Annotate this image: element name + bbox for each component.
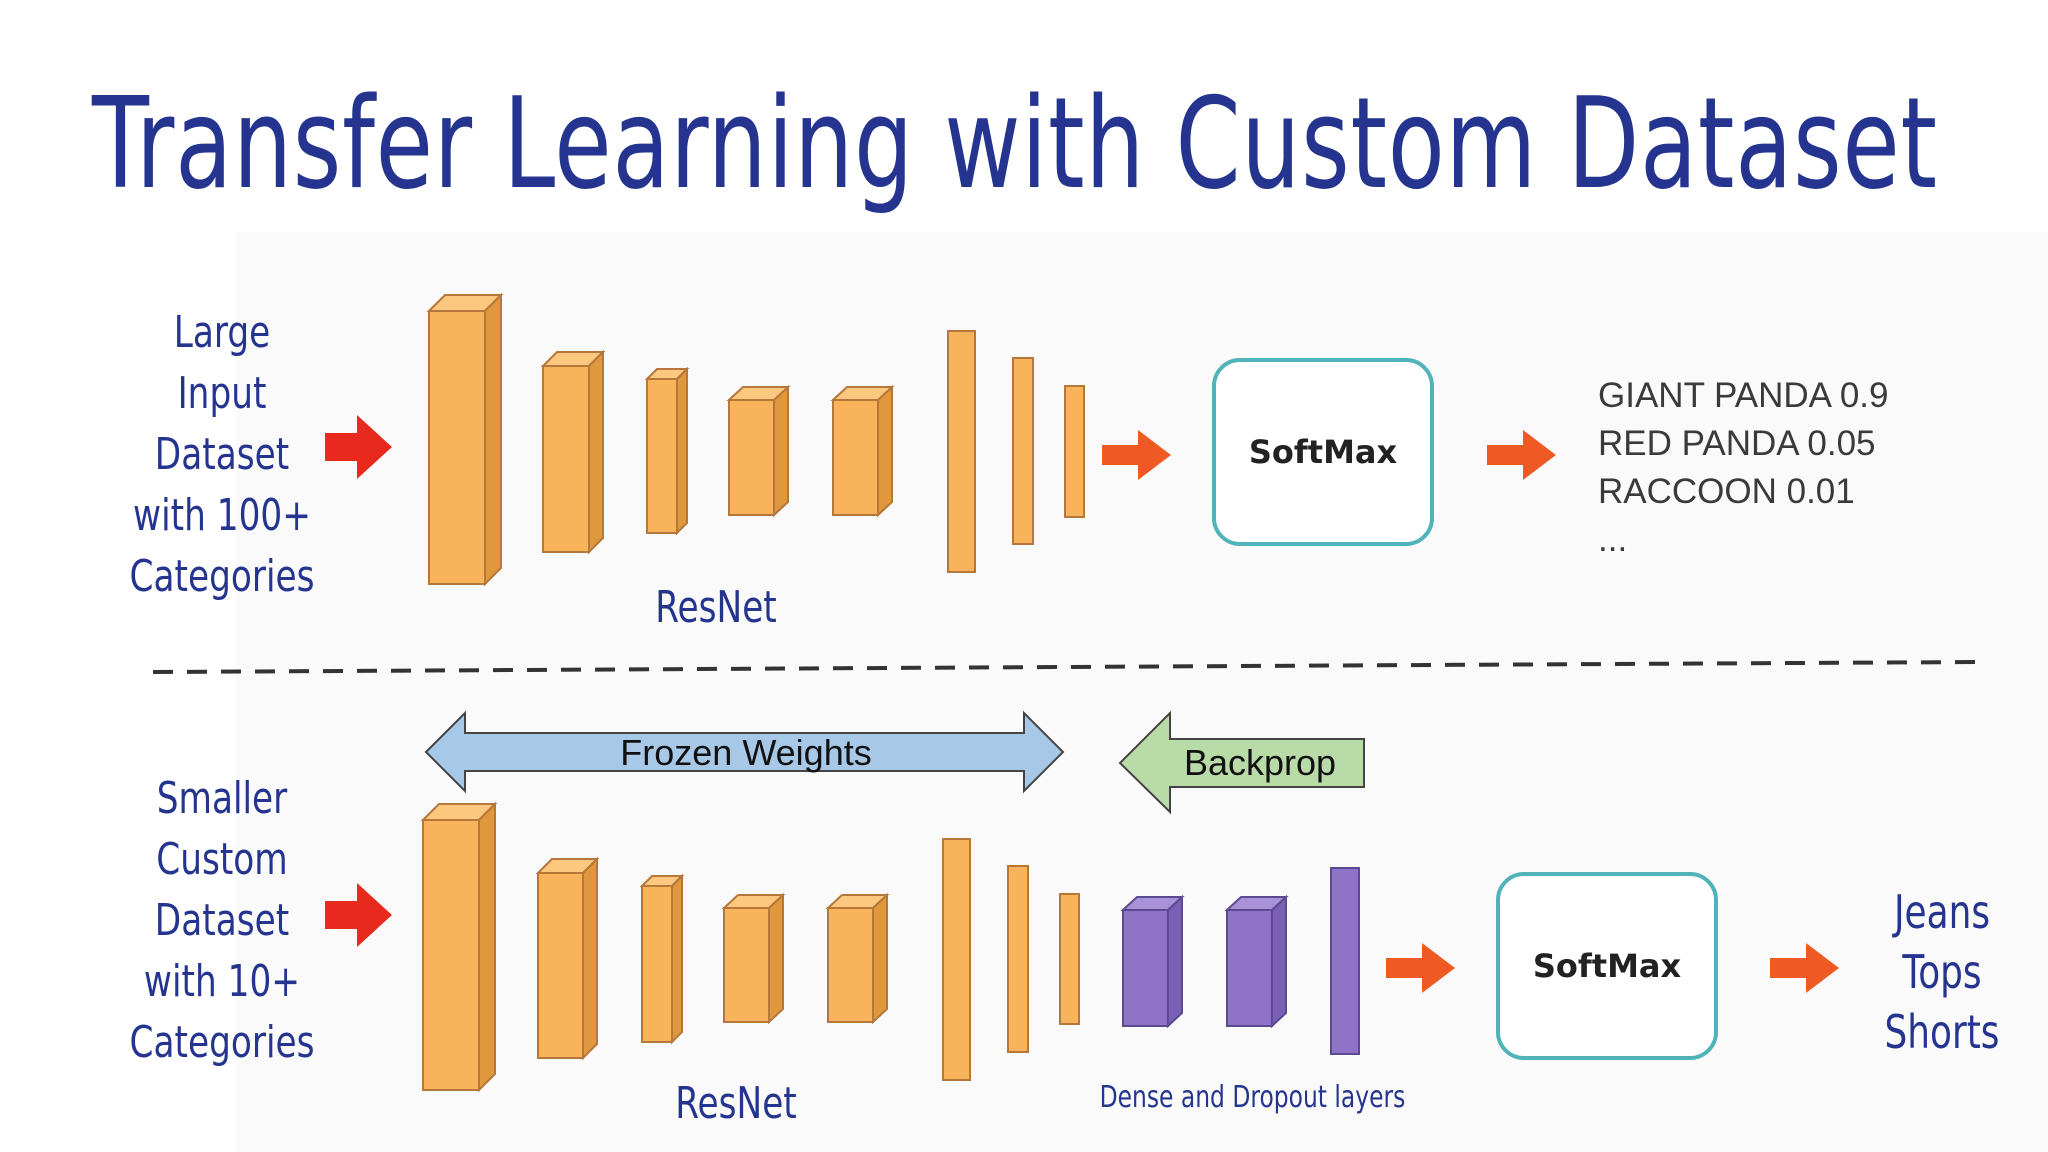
dense-layer <box>1330 867 1360 1055</box>
network-layer <box>426 292 504 587</box>
frozen-weights-banner <box>424 710 1065 794</box>
bottom-input-label-line: Custom <box>156 834 288 885</box>
bottom-resnet-layers <box>420 801 1080 1093</box>
network-layer <box>830 384 895 518</box>
dense-dropout-caption: Dense and Dropout layers <box>1099 1080 1406 1115</box>
network-layer <box>726 384 791 518</box>
top-softmax-box: SoftMax <box>1212 358 1434 546</box>
bottom-input-label-line: Dataset <box>154 895 290 946</box>
top-input-arrow-icon <box>325 415 392 479</box>
network-layer <box>1012 357 1034 545</box>
network-layer <box>1064 385 1085 518</box>
top-input-label-line: with 100+ <box>133 490 311 541</box>
section-divider <box>152 660 1979 674</box>
top-to-softmax-arrow-icon <box>1102 430 1171 480</box>
output-item: Tops <box>1902 945 1982 999</box>
top-input-label-line: Large <box>173 307 271 358</box>
top-softmax-out-arrow-icon <box>1487 430 1556 480</box>
top-input-label: Large Input Dataset with 100+ Categories <box>121 302 324 607</box>
network-layer <box>420 801 498 1093</box>
bottom-input-label-line: with 10+ <box>143 956 301 1007</box>
top-input-label-line: Categories <box>129 551 315 602</box>
network-layer <box>721 892 786 1025</box>
dropout-layer <box>1224 894 1289 1029</box>
backprop-label: Backprop <box>1183 742 1337 783</box>
backprop-banner <box>1118 710 1365 815</box>
prediction-item: RACCOON 0.01 <box>1598 472 1855 511</box>
top-resnet-caption: ResNet <box>655 582 777 633</box>
network-layer <box>942 838 971 1081</box>
top-input-label-line: Input <box>177 368 267 419</box>
network-layer <box>1007 865 1029 1053</box>
output-item: Shorts <box>1884 1005 2000 1059</box>
prediction-item: ... <box>1598 520 1628 559</box>
network-layer <box>644 366 690 536</box>
bottom-to-softmax-arrow-icon <box>1386 943 1455 993</box>
bottom-input-label-line: Categories <box>129 1017 315 1068</box>
network-layer <box>540 349 606 555</box>
bottom-resnet-caption: ResNet <box>675 1078 797 1129</box>
top-softmax-label: SoftMax <box>1248 433 1398 471</box>
output-item: Jeans <box>1893 885 1991 939</box>
bottom-input-label-line: Smaller <box>156 773 288 824</box>
bottom-softmax-box: SoftMax <box>1496 872 1718 1060</box>
bottom-outputs: Jeans Tops Shorts <box>1880 882 2005 1062</box>
network-layer <box>1059 893 1080 1025</box>
network-layer <box>825 892 890 1025</box>
bottom-softmax-out-arrow-icon <box>1770 943 1839 993</box>
prediction-item: GIANT PANDA 0.9 <box>1598 376 1889 415</box>
network-layer <box>639 873 685 1045</box>
network-layer <box>947 330 976 573</box>
page-title: Transfer Learning with Custom Dataset <box>92 70 1938 217</box>
network-layer <box>535 856 600 1061</box>
prediction-item: RED PANDA 0.05 <box>1598 424 1876 463</box>
frozen-weights-label: Frozen Weights <box>620 732 872 773</box>
top-predictions: GIANT PANDA 0.9 RED PANDA 0.05 RACCOON 0… <box>1598 372 1888 564</box>
top-input-label-line: Dataset <box>154 429 290 480</box>
top-resnet-layers <box>426 292 1085 587</box>
bottom-input-label: Smaller Custom Dataset with 10+ Categori… <box>121 768 324 1073</box>
bottom-input-arrow-icon <box>325 883 392 947</box>
dense-dropout-layers <box>1120 867 1360 1055</box>
bottom-softmax-label: SoftMax <box>1532 947 1682 985</box>
dense-layer <box>1120 894 1185 1029</box>
